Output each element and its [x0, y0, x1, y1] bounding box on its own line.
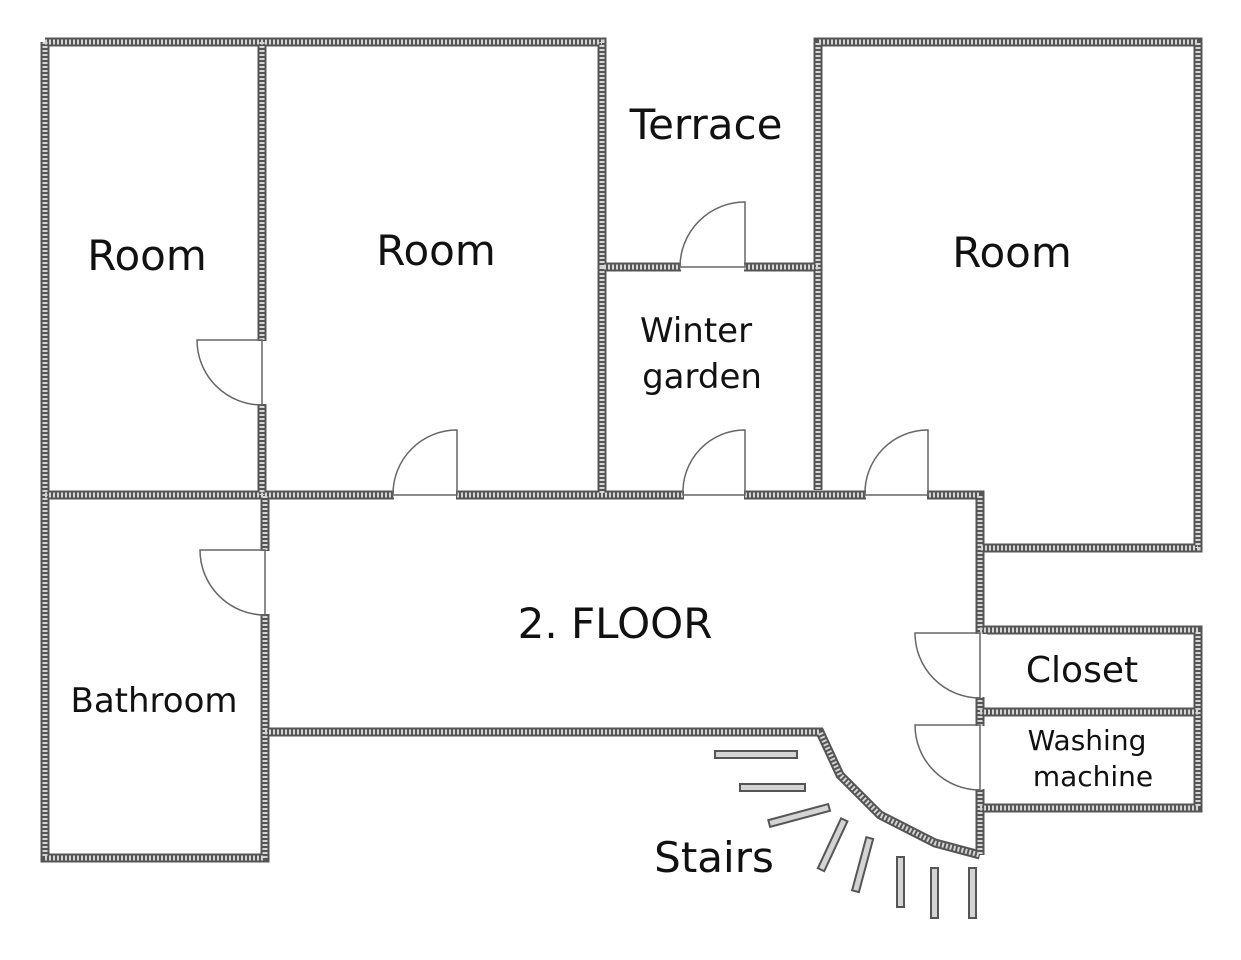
stair-step — [968, 867, 977, 919]
labels: Room Room Room Terrace Winter garden 2. … — [71, 100, 1154, 882]
stairs-steps — [714, 750, 977, 919]
stair-step — [850, 835, 875, 894]
label-bathroom: Bathroom — [71, 681, 238, 721]
wall-hatch — [45, 39, 1201, 551]
label-closet: Closet — [1026, 650, 1138, 691]
door-bathroom[interactable] — [199, 549, 266, 616]
stair-step — [816, 817, 849, 873]
label-room-left: Room — [87, 231, 207, 280]
wall-hatch — [45, 492, 983, 855]
stair-step — [739, 783, 806, 792]
label-room-right: Room — [952, 228, 1072, 277]
wall-segment — [45, 37, 1203, 553]
wall-segment — [40, 42, 270, 863]
label-winter-garden-2: garden — [642, 357, 762, 397]
wall-segment — [265, 727, 982, 860]
label-washing-1: Washing — [1028, 724, 1147, 757]
label-winter-garden-1: Winter — [640, 311, 752, 351]
stair-step — [930, 867, 939, 919]
stair-step — [767, 802, 832, 829]
wall-hatch — [265, 729, 981, 858]
wall-hatch — [980, 627, 1201, 811]
door-closet[interactable] — [914, 632, 981, 699]
doors — [196, 201, 981, 791]
door-openings — [255, 260, 987, 789]
wall-segment — [45, 490, 985, 855]
door-room-middle[interactable] — [392, 429, 458, 496]
wall-hatch — [42, 42, 268, 861]
door-room-left[interactable] — [196, 339, 263, 406]
walls — [40, 37, 1203, 863]
floor-title: 2. FLOOR — [518, 599, 713, 648]
label-room-middle: Room — [376, 226, 496, 275]
label-washing-2: machine — [1033, 760, 1153, 793]
door-room-right[interactable] — [864, 429, 929, 496]
stair-step — [896, 856, 905, 908]
door-washing-machine[interactable] — [914, 724, 981, 791]
label-stairs: Stairs — [654, 833, 774, 882]
door-terrace[interactable] — [679, 201, 746, 268]
door-winter-garden[interactable] — [682, 429, 746, 496]
label-terrace: Terrace — [629, 100, 783, 149]
stair-step — [714, 750, 798, 759]
